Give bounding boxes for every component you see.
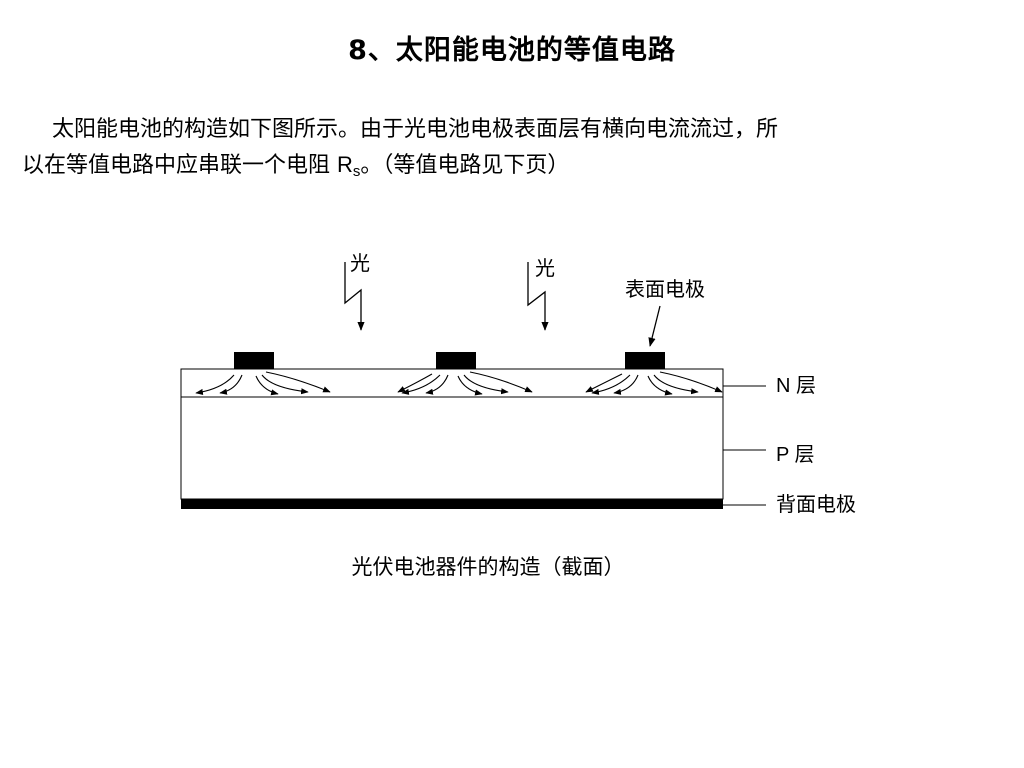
back-electrode [181,499,723,509]
paragraph-text-3: 。（等值电路见下页） [360,153,570,178]
p-layer-label: P 层 [776,444,815,466]
light-ray-2 [527,262,549,331]
current-flow-group-2 [397,371,533,396]
resistor-symbol-subscript: s [352,163,361,180]
resistor-symbol: Rs [337,152,361,180]
diagram-caption: 光伏电池器件的构造（截面） [352,555,625,579]
surface-electrode-1 [234,352,274,369]
paragraph-text-1: 太阳能电池的构造如下图所示。由于光电池电极表面层有横向电流流过，所 [52,117,779,142]
surface-electrode-3 [625,352,665,369]
light-ray-1 [344,262,365,331]
surface-electrode-pointer [648,305,661,347]
light-label-1: 光 [350,251,370,275]
p-layer [180,396,724,500]
current-flow-group-1 [195,371,331,396]
current-flow-group-3 [585,371,723,396]
light-label-2: 光 [535,256,555,280]
back-electrode-label: 背面电极 [776,492,856,516]
paragraph-line-1: 太阳能电池的构造如下图所示。由于光电池电极表面层有横向电流流过，所 [22,112,1002,147]
paragraph-line-2: 以在等值电路中应串联一个电阻 Rs。（等值电路见下页） [22,147,1002,189]
n-layer [180,368,724,398]
surface-electrode-2 [436,352,476,369]
resistor-symbol-letter: R [337,152,353,177]
page-title: 8、太阳能电池的等值电路 [348,35,676,66]
surface-electrode-label: 表面电极 [625,277,705,301]
description-paragraph: 太阳能电池的构造如下图所示。由于光电池电极表面层有横向电流流过，所 以在等值电路… [22,112,1002,189]
n-layer-label: N 层 [776,375,816,397]
paragraph-text-2: 以在等值电路中应串联一个电阻 [22,153,337,178]
